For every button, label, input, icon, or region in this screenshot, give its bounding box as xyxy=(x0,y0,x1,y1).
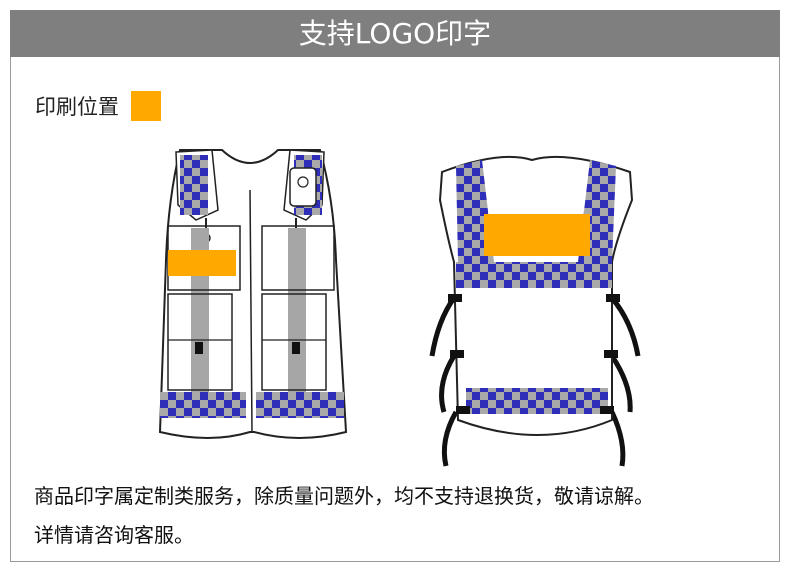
vest-front-icon xyxy=(158,149,348,439)
front-left-lower-pocket xyxy=(167,293,233,391)
front-right-bottom-band xyxy=(256,392,344,418)
front-left-reflective-strap xyxy=(180,155,208,215)
back-bottom-band xyxy=(466,388,608,414)
note-line-2: 详情请咨询客服。 xyxy=(34,523,194,547)
page-title: 支持LOGO印字 xyxy=(10,10,780,57)
front-right-lower-pocket xyxy=(261,293,327,391)
front-right-grey-stripe xyxy=(288,228,306,392)
note-line-1: 商品印字属定制类服务，除质量问题外，均不支持退换货，敬请谅解。 xyxy=(34,484,654,508)
legend-label: 印刷位置 xyxy=(35,95,119,119)
front-left-bottom-band xyxy=(160,392,246,418)
print-area-swatch xyxy=(131,91,161,121)
back-print-area xyxy=(484,214,590,256)
back-upper-band xyxy=(456,262,612,288)
front-print-area xyxy=(168,250,236,276)
print-position-legend: 印刷位置 xyxy=(35,91,161,121)
vest-back-icon xyxy=(429,155,641,467)
front-right-upper-pocket xyxy=(261,225,335,291)
